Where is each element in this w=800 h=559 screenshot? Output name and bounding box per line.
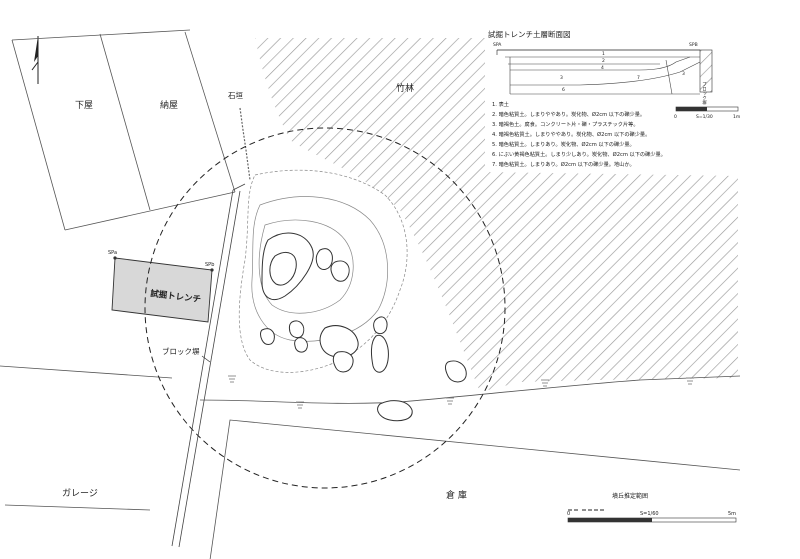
label-kura: 倉 庫 — [446, 489, 467, 501]
legend-item: 7. 暗色粘質土。しまりあり。Ø2cm 以下の礫少量。地山か。 — [492, 160, 635, 168]
legend-item: 4. 暗褐色粘質土。しまりややあり。炭化物、Ø2cm 以下の礫少量。 — [492, 130, 650, 138]
label-ishigaki: 石垣 — [228, 90, 243, 100]
layer-2: 2 — [602, 58, 605, 64]
label-shimoya: 下屋 — [75, 100, 93, 111]
map-legend: 墳丘推定範囲 0 S=1/60 5m — [567, 492, 737, 523]
section-spa: SPA — [493, 42, 502, 48]
section-drawing: 試掘トレンチ土層断面図 SPA SPB ブロック塀 1 2 4 3 7 6 3 … — [488, 29, 740, 168]
map-scale-zero: 0 — [567, 511, 570, 517]
mound-stones — [260, 232, 467, 422]
legend-item: 1. 表土 — [492, 100, 509, 108]
section-scale-end: 1m — [733, 114, 740, 120]
north-arrow-icon — [31, 36, 39, 84]
bamboo-grove-area — [255, 38, 738, 392]
stone-wall — [239, 107, 251, 181]
layer-3b: 3 — [682, 71, 685, 77]
label-block-wall: ブロック塀 — [162, 346, 200, 356]
section-scale-zero: 0 — [674, 114, 677, 120]
section-spb: SPB — [689, 42, 698, 48]
section-legend: 1. 表土 2. 暗色粘質土。しまりややあり。炭化物、Ø2cm 以下の礫少量。 … — [492, 100, 666, 168]
section-wall-label: ブロック塀 — [702, 81, 707, 106]
legend-item: 3. 暗褐色土。腐食。コンクリート片・礫・プラスチック片等。 — [492, 120, 639, 128]
map-scale-label: S=1/60 — [640, 511, 659, 517]
legend-item: 6. にぶい黄褐色粘質土。しまり少しあり。炭化物、Ø2cm 以下の礫少量。 — [492, 150, 666, 158]
label-nouya: 納屋 — [160, 99, 178, 111]
label-spb: SPb — [205, 262, 214, 268]
map-scale-end: 5m — [728, 511, 736, 517]
spb-point — [210, 268, 214, 272]
test-trench — [111, 257, 213, 323]
section-title: 試掘トレンチ土層断面図 — [488, 29, 571, 39]
layer-7: 7 — [637, 75, 640, 81]
road-lines — [0, 365, 741, 559]
building-outlines — [11, 29, 236, 231]
label-chikurin: 竹林 — [396, 82, 414, 94]
spa-point — [113, 256, 117, 260]
legend-item: 5. 暗色粘質土。しまりあり。炭化物、Ø2cm 以下の礫少量。 — [492, 140, 635, 148]
layer-1: 1 — [602, 51, 605, 57]
layer-4: 4 — [601, 65, 604, 71]
layer-3a: 3 — [560, 75, 563, 81]
leader-line — [201, 355, 211, 363]
estimated-mound-range — [144, 127, 506, 489]
label-spa: SPa — [108, 250, 117, 256]
section-scale-label: S=1/30 — [696, 114, 713, 120]
layer-6: 6 — [562, 87, 565, 93]
legend-item: 2. 暗色粘質土。しまりややあり。炭化物、Ø2cm 以下の礫少量。 — [492, 110, 645, 118]
label-garage: ガレージ — [62, 488, 98, 499]
section-scale-bar: 0 S=1/30 1m — [674, 106, 740, 120]
road-symbols — [228, 375, 694, 409]
legend-estimate-label: 墳丘推定範囲 — [612, 492, 648, 500]
block-wall-band — [171, 183, 246, 548]
